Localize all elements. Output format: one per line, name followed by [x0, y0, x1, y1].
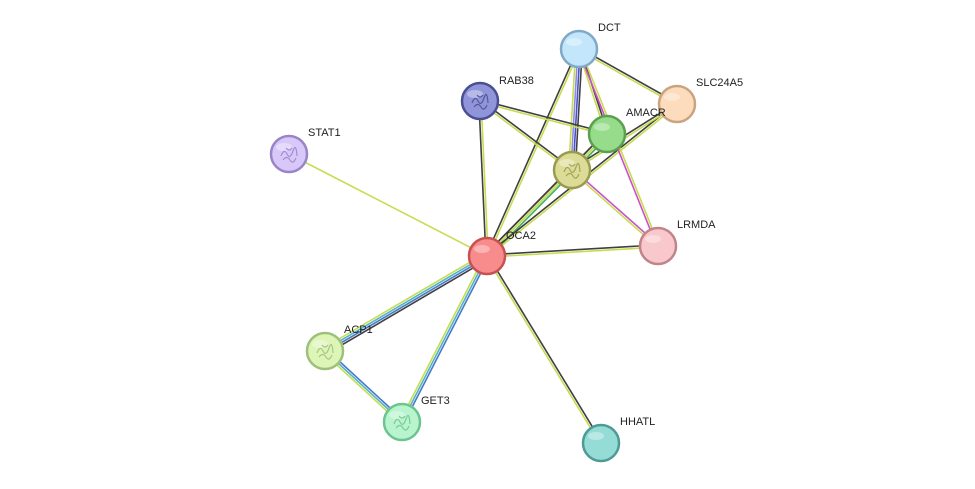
node-amacr[interactable]: AMACR — [587, 107, 666, 154]
edge-evidence-line — [325, 256, 488, 353]
node-label: LRMDA — [677, 219, 716, 231]
node-acp1[interactable]: ACP1 — [305, 324, 373, 371]
protein-structure-icon — [316, 343, 334, 360]
node-hhatl[interactable]: HHATL — [581, 416, 655, 463]
edge-evidence-line — [401, 255, 488, 423]
edge-evidence-line — [487, 255, 603, 443]
node-label: SLC24A5 — [696, 77, 743, 89]
node-label: GET3 — [421, 395, 450, 407]
node-label: HHATL — [620, 416, 655, 428]
node-highlight — [276, 143, 292, 151]
protein-structure-icon — [393, 414, 411, 431]
edge-evidence-line — [485, 256, 601, 444]
node-circle — [552, 150, 592, 190]
node-highlight — [588, 432, 604, 440]
node-oca2[interactable]: OCA2 — [467, 230, 536, 276]
node-highlight — [645, 235, 661, 243]
node-highlight — [389, 411, 405, 419]
node-circle — [638, 226, 678, 266]
protein-structure-icon — [563, 162, 581, 179]
edge-evidence-line — [288, 153, 488, 257]
node-label: ACP1 — [344, 324, 373, 336]
node-highlight — [594, 123, 610, 131]
node-lrmda[interactable]: LRMDA — [638, 219, 716, 266]
edge-evidence-line — [322, 252, 486, 349]
edge-evidence-line — [570, 48, 579, 170]
node-rab38[interactable]: RAB38 — [460, 75, 534, 121]
edge-evidence-line — [399, 254, 486, 422]
edge-evidence-line — [487, 246, 659, 258]
edge-evidence-line — [480, 99, 608, 134]
edge-evidence-line — [479, 101, 607, 136]
node-label: AMACR — [626, 107, 666, 119]
node-circle — [305, 331, 345, 371]
edge-oca2-rab38[interactable] — [478, 100, 489, 257]
edge-rab38-amacr[interactable] — [479, 99, 608, 136]
edge-evidence-line — [486, 244, 658, 256]
node-label: STAT1 — [308, 127, 341, 139]
node-highlight — [474, 245, 490, 253]
edge-evidence-line — [403, 256, 490, 424]
edge-evidence-line — [324, 254, 487, 351]
node-circle — [581, 423, 621, 463]
node-circle — [382, 402, 422, 442]
node-highlight — [559, 159, 575, 167]
edge-evidence-line — [485, 48, 579, 256]
edge-oca2-dct[interactable] — [485, 48, 581, 257]
node-slc24a5[interactable]: SLC24A5 — [657, 77, 743, 124]
edge-dct-tyr[interactable] — [567, 48, 584, 171]
edge-oca2-lrmda[interactable] — [486, 244, 659, 258]
node-circle — [467, 236, 507, 276]
edge-oca2-stat1[interactable] — [288, 153, 488, 257]
protein-structure-icon — [280, 146, 298, 163]
node-dct[interactable]: DCT — [559, 22, 621, 69]
edge-oca2-get3[interactable] — [399, 254, 490, 424]
node-get3[interactable]: GET3 — [382, 395, 450, 442]
node-highlight — [664, 93, 680, 101]
edge-evidence-line — [487, 49, 581, 257]
edge-evidence-line — [574, 49, 584, 171]
node-highlight — [467, 90, 483, 98]
node-circle — [587, 114, 627, 154]
node-label: RAB38 — [499, 75, 534, 87]
edge-evidence-line — [326, 258, 490, 355]
edge-oca2-acp1[interactable] — [322, 252, 490, 355]
node-circle — [559, 29, 599, 69]
node-circle — [460, 81, 500, 121]
edge-evidence-line — [478, 101, 487, 257]
protein-structure-icon — [471, 93, 489, 110]
node-stat1[interactable]: STAT1 — [269, 127, 341, 174]
node-circle — [657, 84, 697, 124]
node-label: DCT — [598, 22, 621, 34]
node-highlight — [566, 38, 582, 46]
node-highlight — [312, 340, 328, 348]
edge-evidence-line — [567, 48, 577, 170]
edge-evidence-line — [480, 100, 489, 256]
node-tyr[interactable] — [552, 150, 592, 190]
edge-oca2-hhatl[interactable] — [485, 255, 603, 444]
node-label: OCA2 — [506, 230, 536, 242]
node-circle — [269, 134, 309, 174]
edge-evidence-line — [572, 49, 581, 171]
